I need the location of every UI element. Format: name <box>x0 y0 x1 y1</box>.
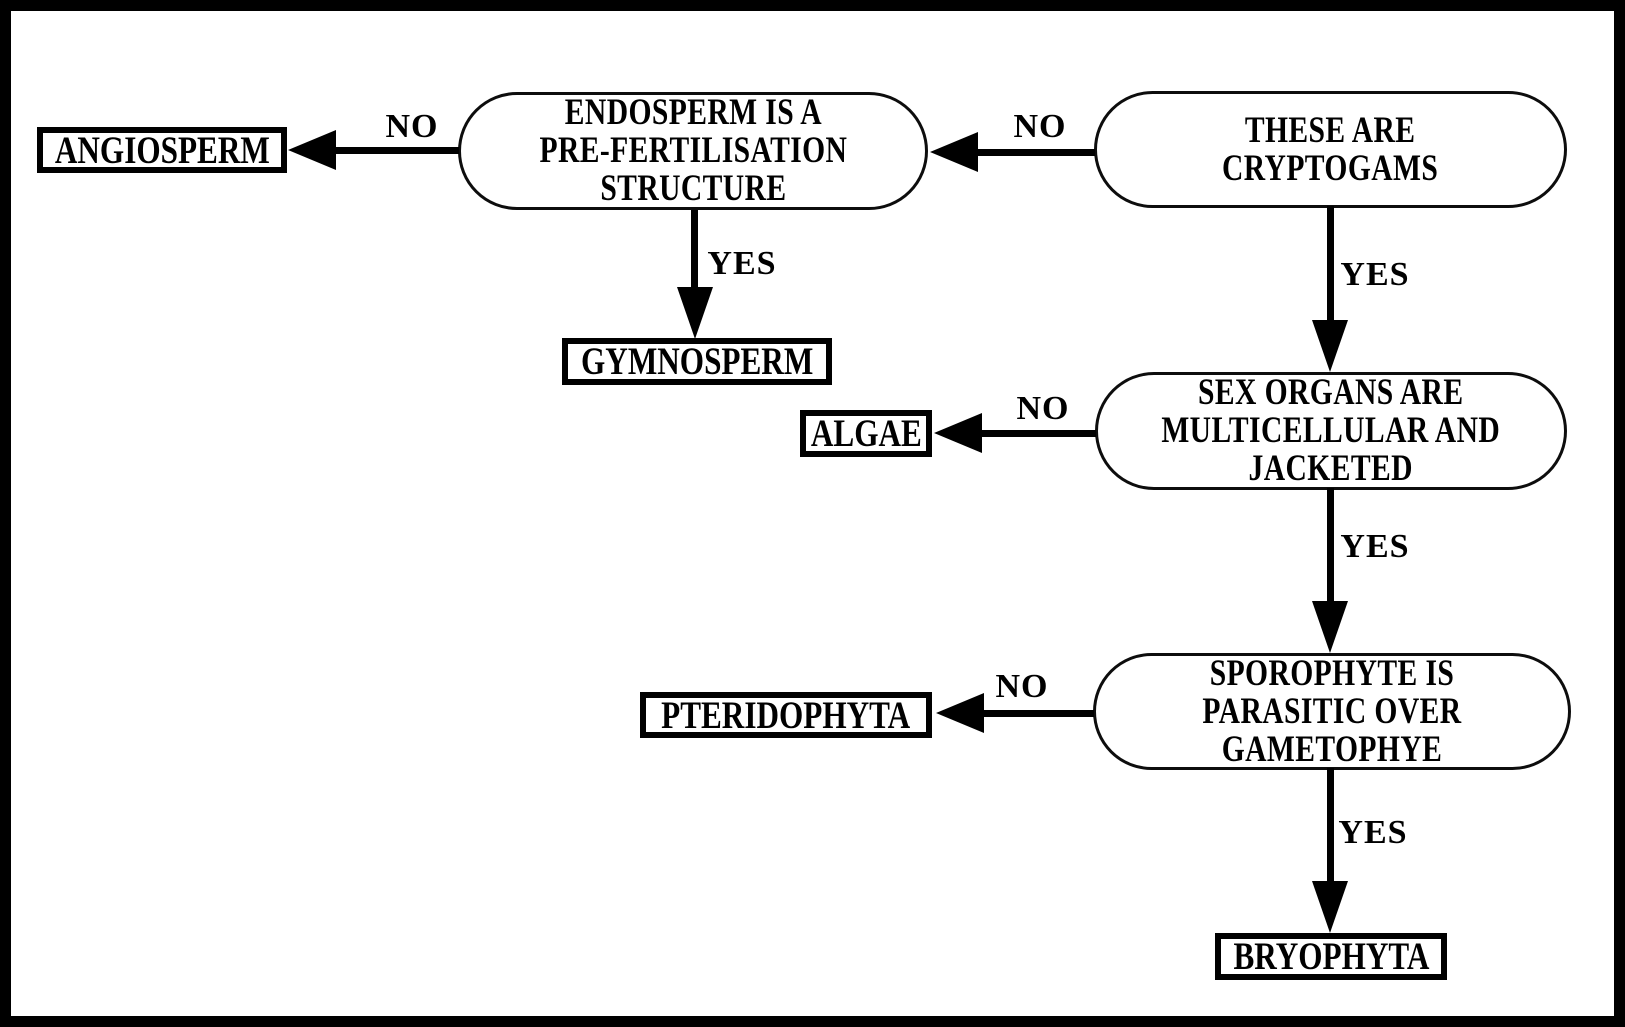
node-text-line: STRUCTURE <box>599 168 787 209</box>
edge-label-no-endosperm: NO <box>1013 108 1067 145</box>
node-text-line: PRE-FERTILISATION <box>539 130 847 171</box>
arrowhead-left-icon <box>936 693 984 733</box>
decision-node-cryptogams-text: THESE ARE CRYPTOGAMS <box>1222 109 1439 189</box>
edge-label-yes-bryophyta: YES <box>1338 814 1408 851</box>
edge-label-no-pteridophyta: NO <box>995 668 1049 705</box>
terminal-node-angiosperm: ANGIOSPERM <box>37 127 287 173</box>
node-text-line: JACKETED <box>1248 448 1414 489</box>
node-text-line: SEX ORGANS ARE <box>1198 372 1464 413</box>
edge-label-no-algae: NO <box>1016 390 1070 427</box>
decision-node-endosperm: ENDOSPERM IS A PRE-FERTILISATION STRUCTU… <box>458 92 928 210</box>
connector-sporophyte-to-pteridophyta <box>982 710 1094 717</box>
edge-label-yes-gymnosperm: YES <box>707 245 777 282</box>
decision-node-cryptogams: THESE ARE CRYPTOGAMS <box>1094 91 1567 208</box>
node-text-line: THESE ARE <box>1245 109 1416 151</box>
decision-node-sex-organs: SEX ORGANS ARE MULTICELLULAR AND JACKETE… <box>1095 372 1567 490</box>
node-text-line: MULTICELLULAR AND <box>1161 410 1501 451</box>
terminal-node-algae: ALGAE <box>800 410 932 457</box>
arrowhead-down-icon <box>1312 320 1348 372</box>
terminal-node-bryophyta-label: BRYOPHYTA <box>1233 935 1429 978</box>
node-text-line: CRYPTOGAMS <box>1222 147 1439 189</box>
terminal-node-angiosperm-label: ANGIOSPERM <box>54 128 270 172</box>
decision-node-endosperm-text: ENDOSPERM IS A PRE-FERTILISATION STRUCTU… <box>539 94 847 208</box>
edge-label-yes-sex-organs: YES <box>1340 256 1410 293</box>
decision-node-sporophyte: SPOROPHYTE IS PARASITIC OVER GAMETOPHYE <box>1093 653 1571 770</box>
connector-endosperm-to-gymnosperm <box>691 210 698 290</box>
arrowhead-left-icon <box>934 413 982 453</box>
decision-node-sporophyte-text: SPOROPHYTE IS PARASITIC OVER GAMETOPHYE <box>1202 652 1462 770</box>
terminal-node-pteridophyta: PTERIDOPHYTA <box>640 692 932 738</box>
arrowhead-down-icon <box>677 287 713 339</box>
connector-sex-organs-to-algae <box>980 430 1096 437</box>
arrowhead-down-icon <box>1312 881 1348 933</box>
edge-label-yes-sporophyte: YES <box>1340 528 1410 565</box>
connector-sporophyte-to-bryophyta <box>1327 768 1334 883</box>
arrowhead-down-icon <box>1312 601 1348 653</box>
connector-cryptogams-to-sex-organs <box>1327 206 1334 324</box>
arrowhead-left-icon <box>288 130 336 170</box>
terminal-node-bryophyta: BRYOPHYTA <box>1215 933 1447 980</box>
node-text-line: PARASITIC OVER <box>1202 690 1462 732</box>
terminal-node-algae-label: ALGAE <box>810 412 922 455</box>
connector-endosperm-to-angiosperm <box>334 147 459 154</box>
edge-label-no-angiosperm: NO <box>385 108 439 145</box>
node-text-line: GAMETOPHYE <box>1221 728 1443 770</box>
connector-cryptogams-to-endosperm <box>976 149 1095 156</box>
arrowhead-left-icon <box>930 132 978 172</box>
node-text-line: SPOROPHYTE IS <box>1209 652 1455 694</box>
connector-sex-organs-to-sporophyte <box>1327 488 1334 604</box>
terminal-node-gymnosperm-label: GYMNOSPERM <box>580 340 814 383</box>
terminal-node-gymnosperm: GYMNOSPERM <box>562 338 832 385</box>
terminal-node-pteridophyta-label: PTERIDOPHYTA <box>661 693 911 737</box>
decision-node-sex-organs-text: SEX ORGANS ARE MULTICELLULAR AND JACKETE… <box>1162 374 1501 488</box>
node-text-line: ENDOSPERM IS A <box>564 92 822 133</box>
